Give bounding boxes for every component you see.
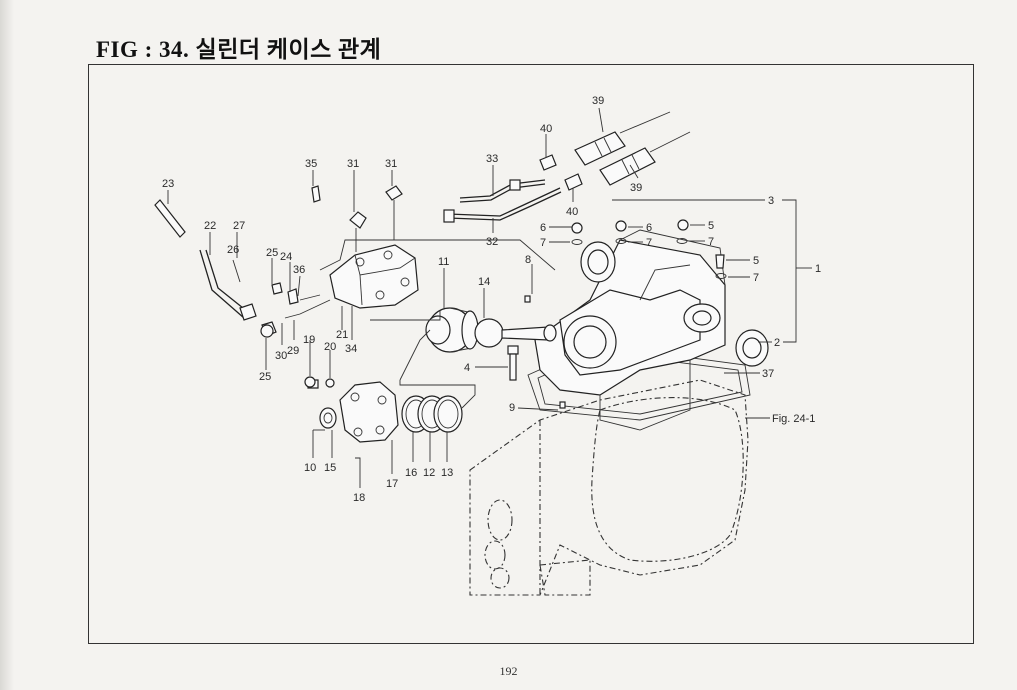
callout-6-mid: 6 (646, 222, 652, 234)
callout-25-upper: 25 (266, 247, 278, 259)
lever-assembly-22 (154, 199, 277, 338)
cover-2 (735, 329, 769, 367)
callout-21: 21 (336, 329, 348, 341)
banjo-bolt-35 (311, 185, 321, 203)
callout-22: 22 (204, 220, 216, 232)
callout-23: 23 (162, 178, 174, 190)
callout-12: 12 (423, 467, 435, 479)
callout-9: 9 (509, 402, 515, 414)
page-number: 192 (499, 664, 518, 678)
callout-10: 10 (304, 462, 316, 474)
figure-title: FIG : 34. 실린더 케이스 관계 (96, 37, 382, 62)
callout-19: 19 (303, 334, 315, 346)
leader-lines (167, 107, 812, 488)
piston-rod-14 (474, 318, 557, 348)
callout-fig-24-1: Fig. 24-1 (772, 413, 815, 425)
callout-35: 35 (305, 158, 317, 170)
callout-37: 37 (762, 368, 774, 380)
callout-40-lower: 40 (566, 206, 578, 218)
callout-36: 36 (293, 264, 305, 276)
valve-housing-17 (307, 379, 399, 470)
callout-14: 14 (478, 276, 490, 288)
callout-33: 33 (486, 153, 498, 165)
callout-27: 27 (233, 220, 245, 232)
callout-2: 2 (774, 337, 780, 349)
callout-25-lower: 25 (259, 371, 271, 383)
callout-26: 26 (227, 244, 239, 256)
callout-15: 15 (324, 462, 336, 474)
o-rings-16-12-13 (401, 395, 463, 433)
callout-34: 34 (345, 343, 357, 355)
adapters-40 (539, 154, 583, 191)
callout-18: 18 (353, 492, 365, 504)
callout-17: 17 (386, 478, 398, 490)
callout-16: 16 (405, 467, 417, 479)
callout-labels: 39 39 40 40 33 32 35 31 31 23 22 27 26 2… (162, 95, 821, 504)
cylinder-case-1 (534, 229, 726, 431)
callout-39-lower: 39 (630, 182, 642, 194)
callout-7-far: 7 (753, 272, 759, 284)
callout-1: 1 (815, 263, 821, 275)
piston-11 (425, 307, 479, 353)
callout-7-mid: 7 (646, 237, 652, 249)
callout-6-left: 6 (540, 222, 546, 234)
callout-3: 3 (768, 195, 774, 207)
cover-3 (580, 241, 616, 283)
callout-5-far: 5 (753, 255, 759, 267)
callout-40-top: 40 (540, 123, 552, 135)
bolt-8-9 (524, 295, 566, 409)
callout-20: 20 (324, 341, 336, 353)
callout-39-top: 39 (592, 95, 604, 107)
callout-7-right: 7 (708, 236, 714, 248)
diagram-frame (88, 64, 974, 644)
pipe-32 (443, 187, 562, 223)
callout-13: 13 (441, 467, 453, 479)
linkage-24-36 (271, 282, 335, 388)
callout-30: 30 (275, 350, 287, 362)
callout-32: 32 (486, 236, 498, 248)
callout-31-left: 31 (347, 158, 359, 170)
bolts-washers (571, 219, 727, 279)
control-valve-21 (329, 185, 419, 309)
callout-29: 29 (287, 345, 299, 357)
callout-5-right: 5 (708, 220, 714, 232)
callout-4: 4 (464, 362, 470, 374)
transmission-case-outline (469, 379, 749, 596)
callout-8: 8 (525, 254, 531, 266)
callout-7-left: 7 (540, 237, 546, 249)
callout-31-right: 31 (385, 158, 397, 170)
callout-11: 11 (438, 256, 449, 268)
bolt-4 (507, 345, 519, 381)
quick-couplers-39 (574, 111, 691, 186)
page-edge-shadow (0, 0, 14, 690)
pipe-33 (459, 179, 546, 203)
callout-24: 24 (280, 251, 292, 263)
